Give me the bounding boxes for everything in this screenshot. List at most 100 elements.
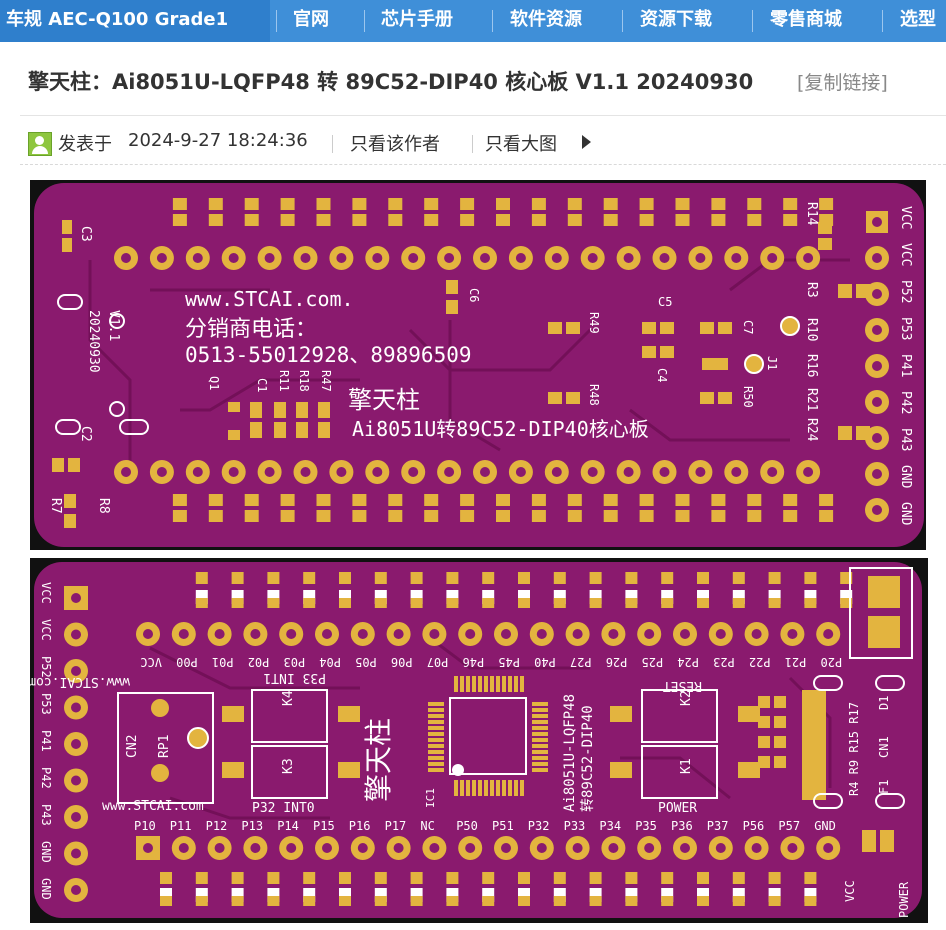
ref-c3: C3 <box>78 226 93 242</box>
silk-chip-line1: Ai8051U-LQFP48 <box>562 694 578 812</box>
smd-pad <box>231 872 244 884</box>
silk-k2: K2 <box>679 690 694 706</box>
pin-label: P01 <box>212 655 234 669</box>
only-author-link[interactable]: 只看该作者 <box>350 134 440 155</box>
silk-k3: K3 <box>281 758 296 774</box>
smd-pad <box>625 872 638 884</box>
smd-pad <box>267 872 280 884</box>
ref-j1: J1 <box>765 356 779 370</box>
smd-pad <box>446 872 459 884</box>
smd-pad <box>675 510 690 522</box>
pin-label: P10 <box>134 819 156 833</box>
smd-pad <box>496 198 510 210</box>
nav-item-datasheet[interactable]: 芯片手册 <box>381 9 453 30</box>
nav-divider <box>492 10 493 32</box>
smd-pad <box>339 872 351 884</box>
smd-pad <box>244 510 259 522</box>
nav-item-download[interactable]: 资源下载 <box>640 9 712 30</box>
ref-c4: C4 <box>655 368 669 382</box>
silk-int0: P32 INT0 <box>252 801 315 816</box>
silk-vcc-side: VCC <box>843 880 857 902</box>
pin-label: P07 <box>427 655 449 669</box>
pin-label: P42 <box>898 391 913 414</box>
smd-pad <box>531 198 546 210</box>
pin-label: P52 <box>898 280 913 303</box>
smd-pad <box>518 872 530 884</box>
copy-link-button[interactable]: [复制链接] <box>797 72 888 94</box>
silk-reset: RESET <box>663 678 702 693</box>
smd-pad <box>303 872 316 884</box>
pin-label: P52 <box>39 656 53 678</box>
smd-pad <box>747 198 762 210</box>
smd-pad <box>496 510 510 522</box>
smd-pad <box>567 494 582 506</box>
nav-divider <box>882 10 883 32</box>
smd-pad <box>747 494 762 506</box>
silk-date: 20240930 <box>86 310 101 373</box>
pin-label: P04 <box>319 655 341 669</box>
ref-c2: C2 <box>78 426 93 442</box>
smd-pad <box>339 572 351 584</box>
pin-label: P06 <box>391 655 413 669</box>
smd-pad <box>388 494 403 506</box>
smd-pad <box>208 214 223 226</box>
user-avatar-icon[interactable] <box>28 132 52 156</box>
silk-f1: F1 <box>877 780 891 794</box>
pin-label: VCC <box>898 206 913 229</box>
smd-pad <box>496 494 510 506</box>
nav-item-aec[interactable]: 车规 AEC-Q100 Grade1 <box>6 9 229 30</box>
smd-pad <box>711 214 726 226</box>
smd-pad <box>819 494 834 506</box>
smd-pad <box>446 572 459 584</box>
silk-url: www.STCAI.com. <box>185 287 354 311</box>
nav-item-select[interactable]: 选型 <box>900 9 936 30</box>
ref-r47: R47 <box>319 370 333 392</box>
silk-distributor: 分销商电话： <box>185 317 317 342</box>
pin-label: VCC <box>39 619 53 641</box>
header-row-top <box>114 246 821 270</box>
ref-r49: R49 <box>587 312 601 334</box>
silk-r-refs: R4 R9 R15 R17 <box>847 702 861 796</box>
nav-item-official[interactable]: 官网 <box>293 9 329 30</box>
smd-pad <box>482 872 495 884</box>
pin-label: P46 <box>463 655 485 669</box>
smd-pad <box>697 872 709 884</box>
smd-pad <box>460 198 475 210</box>
smd-pad <box>352 494 367 506</box>
smd-pad <box>280 198 295 210</box>
pcb-top-image[interactable]: www.STCAI.com. 分销商电话： 0513-55012928、8989… <box>30 180 926 550</box>
nav-item-software[interactable]: 软件资源 <box>510 9 582 30</box>
smd-pad <box>496 214 510 226</box>
nav-divider <box>752 10 753 32</box>
ref-q1: Q1 <box>207 376 221 390</box>
smd-pad <box>410 572 423 584</box>
silk-ic1: IC1 <box>424 788 437 808</box>
smd-pad <box>553 872 566 884</box>
pcb-board <box>34 183 924 547</box>
smd-pad <box>195 872 208 884</box>
smd-pad <box>603 214 618 226</box>
silk-cn1: CN1 <box>877 736 891 758</box>
silk-subtitle: Ai8051U转89C52-DIP40核心板 <box>352 417 649 441</box>
smd-pad <box>639 214 654 226</box>
smd-pad <box>639 510 654 522</box>
smd-pad <box>352 214 367 226</box>
play-triangle-icon[interactable] <box>582 135 591 149</box>
smd-pad <box>231 572 244 584</box>
pin-label: P24 <box>677 655 699 669</box>
posted-prefix: 发表于 <box>58 134 112 155</box>
silk-k4: K4 <box>281 690 296 706</box>
smd-pad <box>675 214 690 226</box>
pin-label: P53 <box>898 317 913 340</box>
smd-pad <box>553 572 566 584</box>
smd-pad <box>172 198 187 210</box>
smd-pad <box>244 198 259 210</box>
pin-label: P13 <box>241 819 263 833</box>
smd-pad <box>316 214 331 226</box>
nav-item-shop[interactable]: 零售商城 <box>770 9 842 30</box>
smd-pad <box>172 510 187 522</box>
pin-label: P33 <box>564 819 586 833</box>
only-big-image-link[interactable]: 只看大图 <box>485 134 557 155</box>
smd-pad <box>424 510 439 522</box>
